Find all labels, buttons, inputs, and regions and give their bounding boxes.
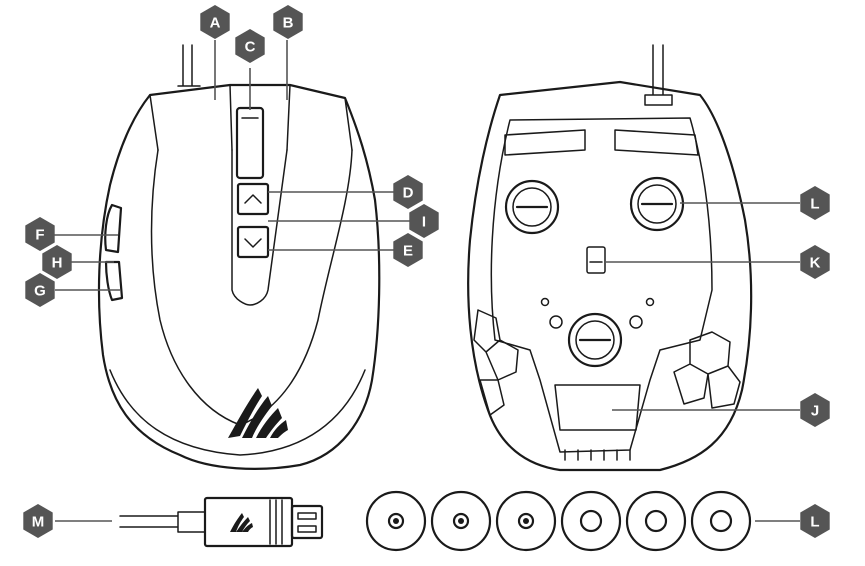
mouse-bottom-view xyxy=(467,44,753,472)
mouse-top-view xyxy=(97,44,381,470)
callout-c-label: C xyxy=(245,39,256,56)
skate-grip-ridges xyxy=(564,449,631,461)
screw-left xyxy=(549,315,563,329)
chevron-down-icon xyxy=(244,238,262,248)
callout-l-top-label: L xyxy=(810,196,819,213)
callout-a: A xyxy=(200,5,230,39)
bottom-plate xyxy=(490,117,713,453)
callout-h-label: H xyxy=(52,255,63,272)
usb-plug-tip xyxy=(290,504,324,540)
weight-2 xyxy=(430,490,492,552)
weight-slot-center xyxy=(567,312,623,368)
dpi-up-button[interactable] xyxy=(236,182,270,216)
mouse-feet-skate xyxy=(554,384,641,431)
callout-d: D xyxy=(393,175,423,209)
callout-b: B xyxy=(273,5,303,39)
callout-l-bottom-label: L xyxy=(810,514,819,531)
weight-4 xyxy=(560,490,622,552)
callout-m: M xyxy=(23,504,53,538)
callout-m-label: M xyxy=(32,514,45,531)
right-grip-hex-pattern xyxy=(673,331,741,409)
callout-i-label: I xyxy=(422,214,426,231)
callout-c: C xyxy=(235,29,265,63)
callout-l-bottom: L xyxy=(800,504,830,538)
weight-6 xyxy=(690,490,752,552)
callout-k: K xyxy=(800,245,830,279)
callout-j-label: J xyxy=(811,403,819,420)
rear-rail-right xyxy=(614,129,699,156)
callout-g-label: G xyxy=(34,283,46,300)
screw-small-left xyxy=(540,297,550,307)
callout-d-label: D xyxy=(403,185,414,202)
left-button-divider xyxy=(149,84,233,151)
profile-switch[interactable] xyxy=(586,246,606,274)
usb-grip-texture xyxy=(269,499,283,545)
right-button-divider xyxy=(286,84,353,151)
weight-3 xyxy=(495,490,557,552)
rear-rail-left xyxy=(504,129,586,156)
usb-logo xyxy=(230,513,253,532)
side-button-forward[interactable] xyxy=(104,203,123,254)
weight-slot-left xyxy=(504,179,560,235)
screw-small-right xyxy=(645,297,655,307)
weight-1 xyxy=(365,490,427,552)
side-button-back[interactable] xyxy=(104,260,124,302)
usb-plug-contacts xyxy=(297,512,317,520)
callout-markers: A B C D I E F H G L K J xyxy=(23,5,830,538)
left-grip-hex-pattern xyxy=(473,309,519,416)
callout-g: G xyxy=(25,273,55,307)
callout-e-label: E xyxy=(403,243,413,260)
corsair-sails-logo xyxy=(228,388,288,438)
mouse-cable-bottom xyxy=(644,44,673,106)
weight-slot-right xyxy=(629,176,685,232)
callout-b-label: B xyxy=(283,15,294,32)
callout-i: I xyxy=(409,204,439,238)
chevron-up-icon xyxy=(244,194,262,204)
callout-a-label: A xyxy=(210,15,221,32)
weight-5 xyxy=(625,490,687,552)
center-channel xyxy=(231,149,288,306)
callout-l-top: L xyxy=(800,186,830,220)
callout-f-label: F xyxy=(35,227,44,244)
mouse-body-outline xyxy=(97,83,381,470)
callout-h: H xyxy=(42,245,72,279)
screw-right xyxy=(629,315,643,329)
usb-cable xyxy=(119,496,324,548)
body-skirt xyxy=(109,369,366,456)
leader-lines xyxy=(50,40,800,522)
callout-j: J xyxy=(800,393,830,427)
usb-cord xyxy=(119,511,206,533)
mouse-cable-top xyxy=(177,44,201,87)
usb-plug-contacts-2 xyxy=(297,525,317,533)
dpi-down-button[interactable] xyxy=(236,225,270,259)
callout-k-label: K xyxy=(810,255,821,272)
weights-row xyxy=(365,490,752,552)
bottom-body-outline xyxy=(467,80,753,472)
callout-e: E xyxy=(393,233,423,267)
callout-f: F xyxy=(25,217,55,251)
